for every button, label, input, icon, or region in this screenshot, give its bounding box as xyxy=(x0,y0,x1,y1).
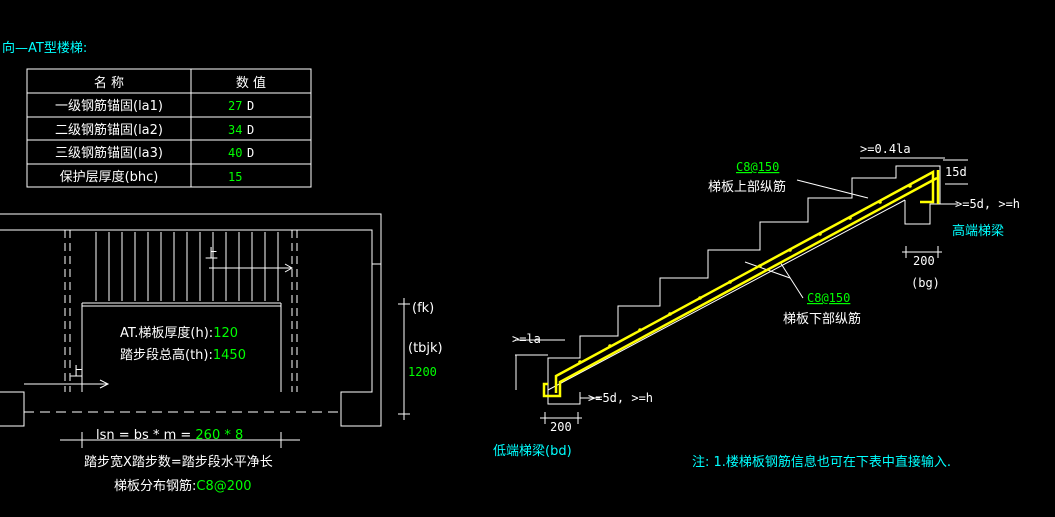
thickness-value[interactable]: 120 xyxy=(213,326,238,341)
high-beam-rule: >=5d, >=h xyxy=(955,197,1020,211)
note-text: 注: 1.楼梯板钢筋信息也可在下表中直接输入. xyxy=(692,454,951,470)
table-row-value[interactable]: 27 xyxy=(228,99,242,113)
up-label: 上 xyxy=(70,365,83,380)
fk-label: (fk) xyxy=(412,301,434,316)
rebar-dots xyxy=(578,184,912,364)
bottom-rebar-code[interactable]: C8@150 xyxy=(807,291,850,305)
low-beam-rule: >=5d, >=h xyxy=(588,391,653,405)
top-rebar xyxy=(554,169,935,393)
lsn-caption: 踏步宽X踏步数=踏步段水平净长 xyxy=(84,454,273,470)
bottom-rebar xyxy=(542,176,938,398)
height-value[interactable]: 1450 xyxy=(213,348,246,363)
lsn-label: lsn = bs * m = 260 * 8 xyxy=(96,428,243,443)
table-header-name: 名 称 xyxy=(94,75,124,91)
table-border xyxy=(26,68,312,188)
high-beam-width: 200 xyxy=(913,254,935,268)
table-row-name: 一级钢筋锚固(la1) xyxy=(55,98,163,114)
top-hook-length: 15d xyxy=(945,165,967,179)
top-anchor-rule: >=0.4la xyxy=(860,142,911,156)
stair-plan xyxy=(0,213,410,448)
top-rebar-label: 梯板上部纵筋 xyxy=(708,179,786,195)
section-soffit xyxy=(547,199,906,391)
parameter-table xyxy=(26,68,312,188)
up-arrow-head xyxy=(99,379,110,389)
bottom-rebar-label: 梯板下部纵筋 xyxy=(783,311,861,327)
bottom-rebar-leader xyxy=(779,261,804,299)
plan-right-wall xyxy=(340,264,382,427)
table-row-name: 保护层厚度(bhc) xyxy=(60,169,159,185)
tbjk-value[interactable]: 1200 xyxy=(408,365,437,379)
top-rebar-code[interactable]: C8@150 xyxy=(736,160,779,174)
plan-top-wall xyxy=(0,213,382,265)
plan-left-wall xyxy=(0,391,25,427)
height-label: 踏步段总高(th):1450 xyxy=(120,347,246,363)
distribution-rebar-label: 梯板分布钢筋:C8@200 xyxy=(114,478,252,494)
thickness-label: AT.梯板厚度(h):120 xyxy=(120,325,238,341)
plan-treads xyxy=(95,232,279,301)
table-row-name: 二级钢筋锚固(la2) xyxy=(55,122,163,138)
table-row-unit: D xyxy=(247,123,254,137)
low-beam-width: 200 xyxy=(550,420,572,434)
drawing-title: 向—AT型楼梯: xyxy=(2,40,87,56)
distribution-rebar-value[interactable]: C8@200 xyxy=(196,479,251,494)
top-rebar-leader xyxy=(796,179,869,199)
table-row-value[interactable]: 34 xyxy=(228,123,242,137)
lsn-value[interactable]: 260 * 8 xyxy=(195,428,243,443)
up-label: 上 xyxy=(205,247,218,262)
high-beam-code: (bg) xyxy=(911,276,940,290)
table-header-value: 数 值 xyxy=(236,75,266,91)
high-beam-label: 高端梯梁 xyxy=(952,223,1004,239)
table-row-name: 三级钢筋锚固(la3) xyxy=(55,145,163,161)
low-beam-label: 低端梯梁(bd) xyxy=(493,444,572,459)
rebar-lines xyxy=(542,169,940,398)
table-row-value[interactable]: 15 xyxy=(228,170,242,184)
up-arrow-head xyxy=(284,263,294,273)
table-row-unit: D xyxy=(247,99,254,113)
tbjk-label: (tbjk) xyxy=(408,341,443,356)
table-row-unit: D xyxy=(247,146,254,160)
table-row-value[interactable]: 40 xyxy=(228,146,242,160)
low-anchor-rule: >=la xyxy=(512,332,541,346)
